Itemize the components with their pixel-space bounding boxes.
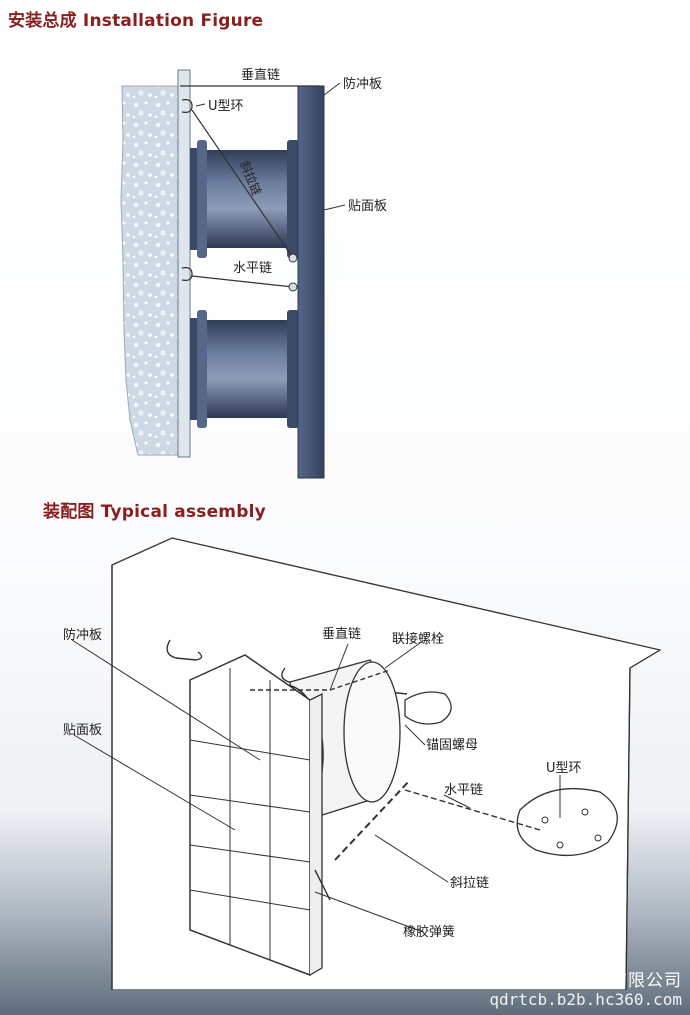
wall-face-plate bbox=[177, 69, 191, 458]
diagonal-chain-assembly bbox=[334, 779, 411, 861]
rubber-cylinder-lower bbox=[190, 310, 299, 428]
company-name: 青岛润通船舶用品有限公司 bbox=[466, 971, 682, 991]
website-url[interactable]: qdrtcb.b2b.hc360.com bbox=[489, 990, 682, 1009]
chain-shackle-upper bbox=[288, 253, 298, 263]
label-fender-panel: 防冲板 bbox=[343, 76, 382, 92]
u-ring-upper-icon bbox=[181, 98, 193, 114]
fender-panel bbox=[297, 85, 325, 479]
assembly-label-facing-pad: 贴面板 bbox=[63, 723, 102, 738]
assembly-label-diagonal-chain: 斜拉链 bbox=[450, 876, 489, 891]
label-u-ring: U型环 bbox=[208, 99, 244, 114]
anchor-plate-upper bbox=[404, 691, 452, 725]
assembly-label-anchor-nut: 锚固螺母 bbox=[426, 738, 478, 753]
chain-shackle-lower bbox=[288, 282, 298, 292]
label-horizontal-chain: 水平链 bbox=[233, 261, 272, 276]
u-ring-wall-2-icon bbox=[281, 667, 308, 685]
installation-figure: 垂直链 防冲板 U型环 斜拉链 贴面板 水平链 bbox=[120, 68, 387, 479]
typical-assembly-heading: 装配图 Typical assembly bbox=[43, 502, 266, 522]
label-vertical-chain: 垂直链 bbox=[241, 68, 280, 83]
diagonal-chain-line bbox=[191, 109, 294, 259]
assembly-label-rubber-spring: 橡胶弹簧 bbox=[403, 924, 455, 940]
horizontal-chain-line bbox=[191, 275, 294, 288]
typical-assembly-figure: 防冲板 垂直链 联接螺栓 贴面板 锚固螺母 U型环 水平链 斜拉链 橡胶弹簧 bbox=[63, 537, 662, 990]
assembly-label-connecting-bolt: 联接螺栓 bbox=[392, 631, 444, 647]
anchor-plate-lower bbox=[516, 787, 618, 856]
installation-figure-heading: 安装总成 Installation Figure bbox=[8, 11, 264, 31]
label-facing-pad: 贴面板 bbox=[348, 199, 387, 214]
assembly-label-fender-panel: 防冲板 bbox=[63, 627, 102, 643]
assembly-label-horizontal-chain: 水平链 bbox=[444, 783, 483, 798]
assembly-label-u-ring: U型环 bbox=[546, 761, 582, 776]
assembly-label-vertical-chain: 垂直链 bbox=[322, 627, 361, 642]
horizontal-chain-assembly bbox=[404, 789, 541, 831]
rubber-cylinder-upper bbox=[190, 140, 299, 258]
u-ring-wall-1-icon bbox=[166, 639, 203, 661]
u-ring-lower-icon bbox=[181, 266, 193, 282]
